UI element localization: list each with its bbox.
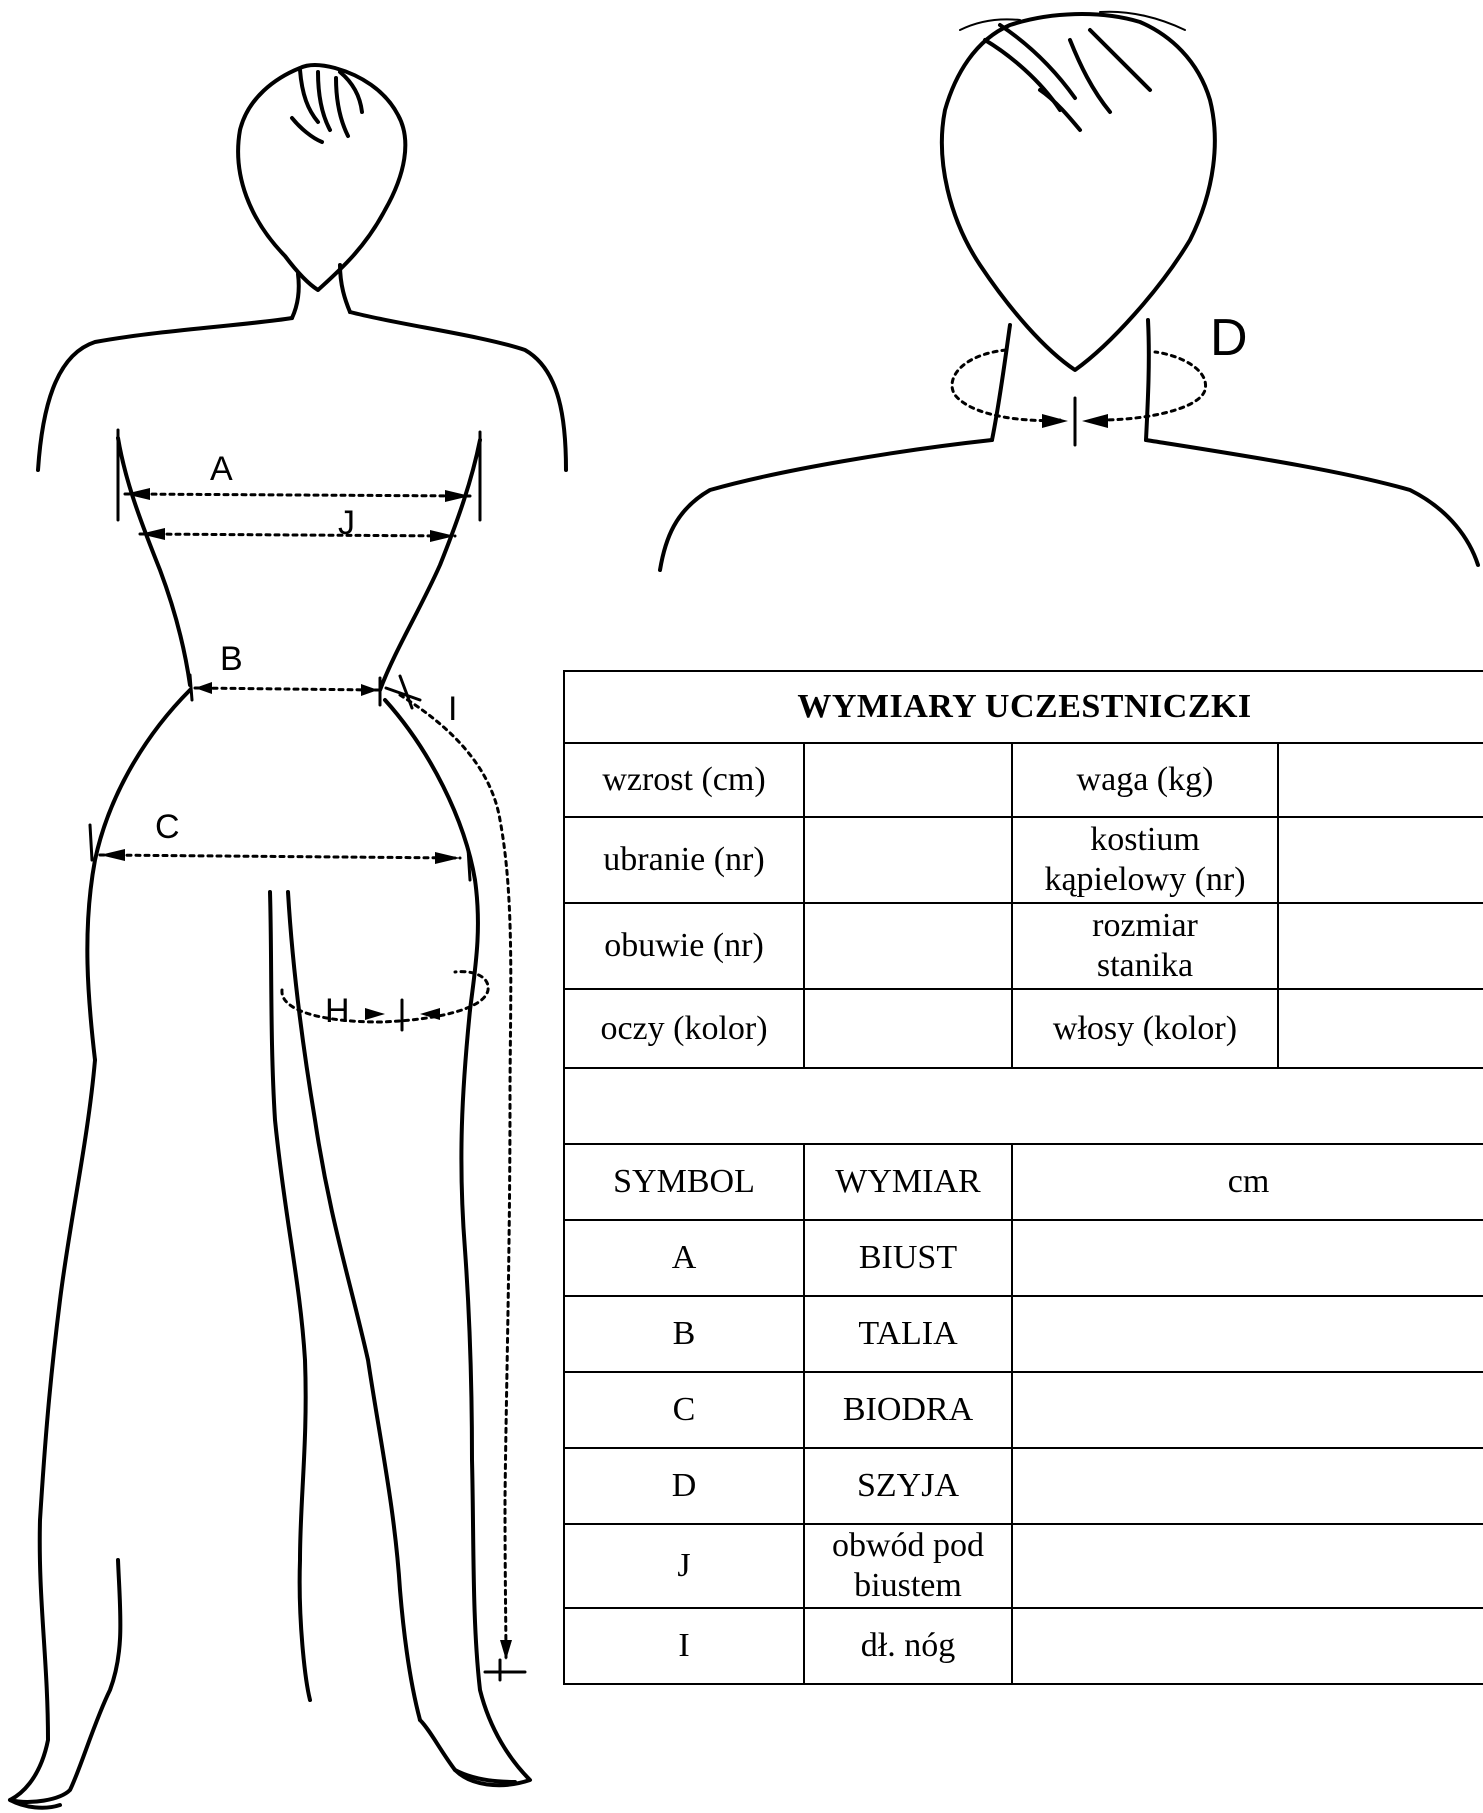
measurement-row: C BIODRA — [564, 1372, 1483, 1448]
info-label-swimsuit: kostium kąpielowy (nr) — [1012, 817, 1278, 903]
header-measure: WYMIAR — [804, 1144, 1012, 1220]
neck-figure — [660, 12, 1478, 570]
body-figure — [10, 65, 566, 1808]
measurement-symbol: A — [564, 1220, 804, 1296]
info-label-bra-size: rozmiar stanika — [1012, 903, 1278, 989]
measurement-row: D SZYJA — [564, 1448, 1483, 1524]
label-A: A — [210, 450, 233, 488]
participant-measurements-form: WYMIARY UCZESTNICZKI wzrost (cm) waga (k… — [563, 670, 1483, 1685]
info-value-hair[interactable] — [1278, 989, 1483, 1068]
measurement-name: BIODRA — [804, 1372, 1012, 1448]
measurement-row: A BIUST — [564, 1220, 1483, 1296]
info-value-weight[interactable] — [1278, 743, 1483, 817]
label-I: I — [448, 690, 457, 728]
info-value-eyes[interactable] — [804, 989, 1012, 1068]
measure-lines — [100, 494, 511, 1660]
header-symbol: SYMBOL — [564, 1144, 804, 1220]
form-title: WYMIARY UCZESTNICZKI — [564, 671, 1483, 743]
label-B: B — [220, 640, 243, 678]
measurement-value[interactable] — [1012, 1296, 1483, 1372]
measurement-value[interactable] — [1012, 1608, 1483, 1684]
measurement-row: I dł. nóg — [564, 1608, 1483, 1684]
info-label-weight: waga (kg) — [1012, 743, 1278, 817]
info-label-clothing: ubranie (nr) — [564, 817, 804, 903]
info-value-swimsuit[interactable] — [1278, 817, 1483, 903]
measurement-value[interactable] — [1012, 1448, 1483, 1524]
measurement-name: obwód pod biustem — [804, 1524, 1012, 1608]
measurement-name: TALIA — [804, 1296, 1012, 1372]
spacer-row — [564, 1068, 1483, 1144]
label-J: J — [338, 504, 355, 542]
measurement-value[interactable] — [1012, 1220, 1483, 1296]
info-label-hair: włosy (kolor) — [1012, 989, 1278, 1068]
measurement-name: BIUST — [804, 1220, 1012, 1296]
info-value-clothing[interactable] — [804, 817, 1012, 903]
info-label-height: wzrost (cm) — [564, 743, 804, 817]
measurement-symbol: C — [564, 1372, 804, 1448]
measurement-row: J obwód pod biustem — [564, 1524, 1483, 1608]
info-label-eyes: oczy (kolor) — [564, 989, 804, 1068]
label-H: H — [325, 992, 350, 1030]
measurement-value[interactable] — [1012, 1524, 1483, 1608]
measurement-row: B TALIA — [564, 1296, 1483, 1372]
measurement-value[interactable] — [1012, 1372, 1483, 1448]
label-D: D — [1210, 309, 1248, 367]
measurement-name: SZYJA — [804, 1448, 1012, 1524]
measurement-symbol: I — [564, 1608, 804, 1684]
header-cm: cm — [1012, 1144, 1483, 1220]
measurement-symbol: D — [564, 1448, 804, 1524]
measurement-symbol: J — [564, 1524, 804, 1608]
label-C: C — [155, 808, 180, 846]
info-label-shoes: obuwie (nr) — [564, 903, 804, 989]
info-value-shoes[interactable] — [804, 903, 1012, 989]
measurement-name: dł. nóg — [804, 1608, 1012, 1684]
info-value-height[interactable] — [804, 743, 1012, 817]
info-value-bra-size[interactable] — [1278, 903, 1483, 989]
measurement-symbol: B — [564, 1296, 804, 1372]
